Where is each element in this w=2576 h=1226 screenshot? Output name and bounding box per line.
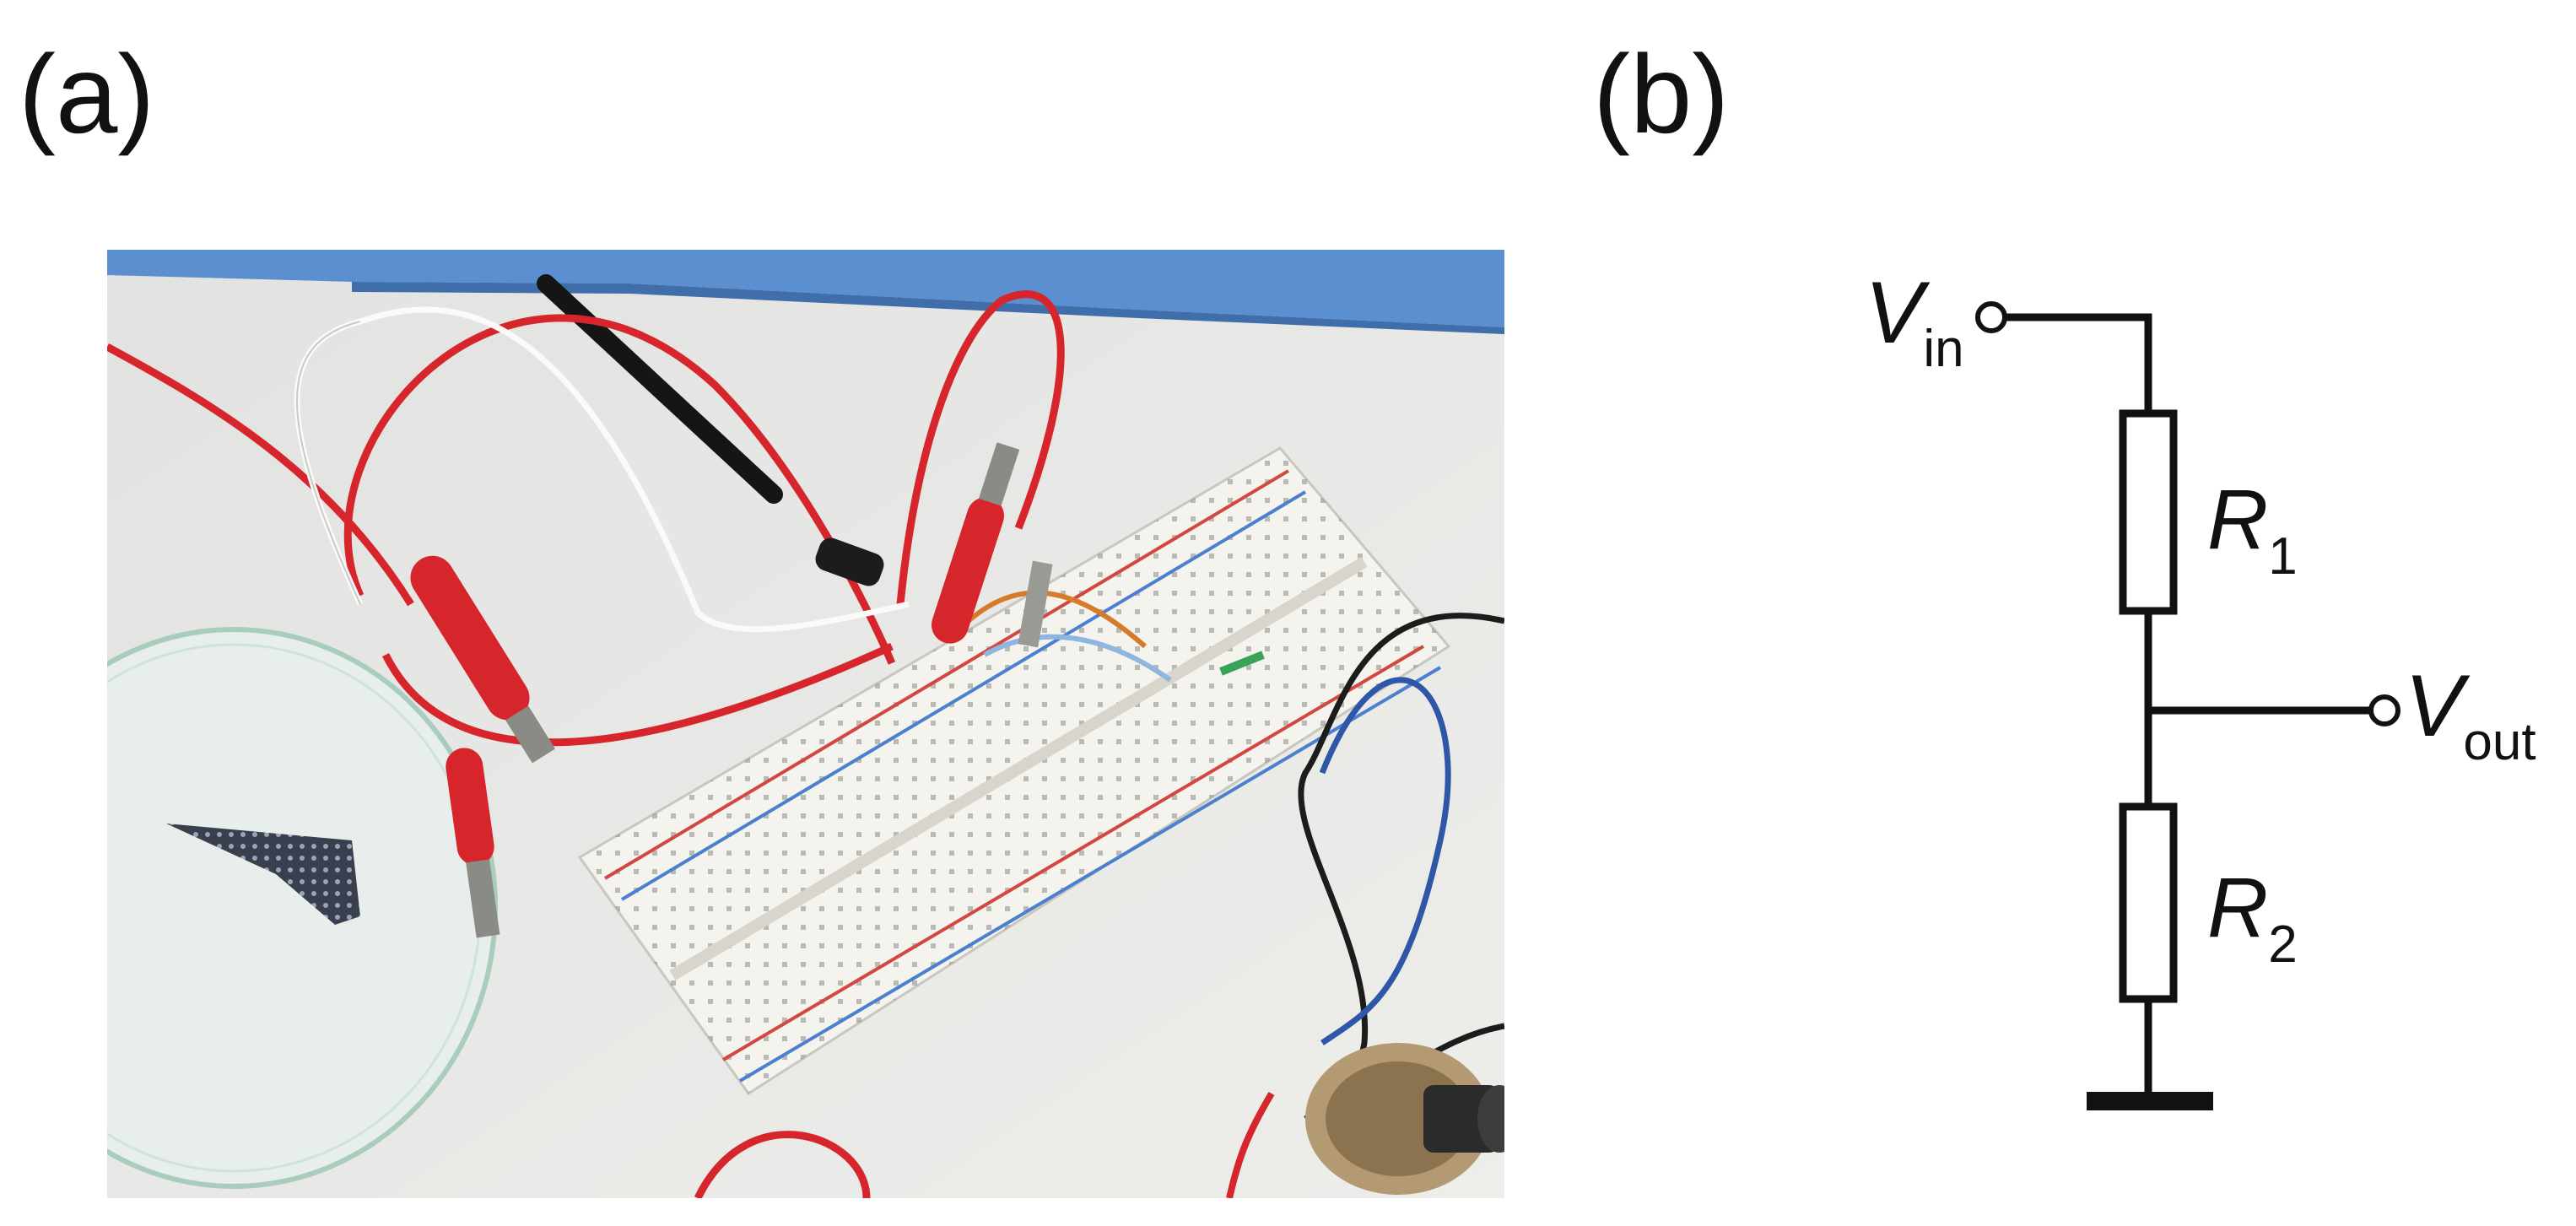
breadboard — [577, 446, 1451, 1096]
breadboard-setup-photo — [107, 250, 1504, 1198]
r1-label: R1 — [2207, 473, 2298, 586]
r2-sub: 2 — [2268, 915, 2297, 974]
r1-sub: 1 — [2268, 527, 2297, 586]
vin-terminal — [1975, 301, 2007, 333]
r1-main: R — [2207, 473, 2268, 567]
red-wire-bottom — [694, 1131, 871, 1198]
green-component — [1219, 651, 1265, 676]
red-alligator-clip-dish — [446, 748, 500, 938]
schematic-wires — [2001, 313, 2375, 1101]
vout-label: Vout — [2405, 657, 2536, 771]
vin-label: Vin — [1865, 264, 1964, 378]
ground-symbol — [2087, 1092, 2213, 1110]
blue-wire-right — [1319, 677, 1451, 1045]
mesh-electrode — [166, 824, 360, 925]
r2-label: R2 — [2207, 861, 2298, 974]
metal-clip — [1018, 560, 1053, 648]
black-clip — [815, 537, 884, 586]
panel-a-label: (a) — [19, 32, 155, 156]
red-wire-long — [381, 642, 894, 747]
resistor-r2 — [2119, 802, 2178, 1003]
red-wire-right — [896, 290, 1065, 605]
panel-b-label: (b) — [1593, 32, 1730, 156]
red-alligator-clip-left — [410, 555, 556, 764]
red-alligator-clip-top — [931, 442, 1020, 644]
resistor-r1 — [2119, 409, 2178, 615]
vin-sub: in — [1923, 320, 1963, 378]
light-blue-jumper — [983, 634, 1172, 683]
orange-jumper — [957, 590, 1147, 649]
vin-main: V — [1865, 264, 1931, 362]
vout-sub: out — [2463, 713, 2535, 771]
voltage-divider-schematic: Vin R1 R2 Vout — [1814, 236, 2576, 1139]
vout-terminal — [2368, 694, 2400, 726]
red-wire-left — [107, 343, 414, 607]
vout-main: V — [2405, 657, 2471, 755]
r2-main: R — [2207, 861, 2268, 955]
red-wire-pot — [1226, 1091, 1275, 1198]
blue-tray — [107, 250, 1504, 327]
potentiometer — [1305, 1043, 1504, 1195]
